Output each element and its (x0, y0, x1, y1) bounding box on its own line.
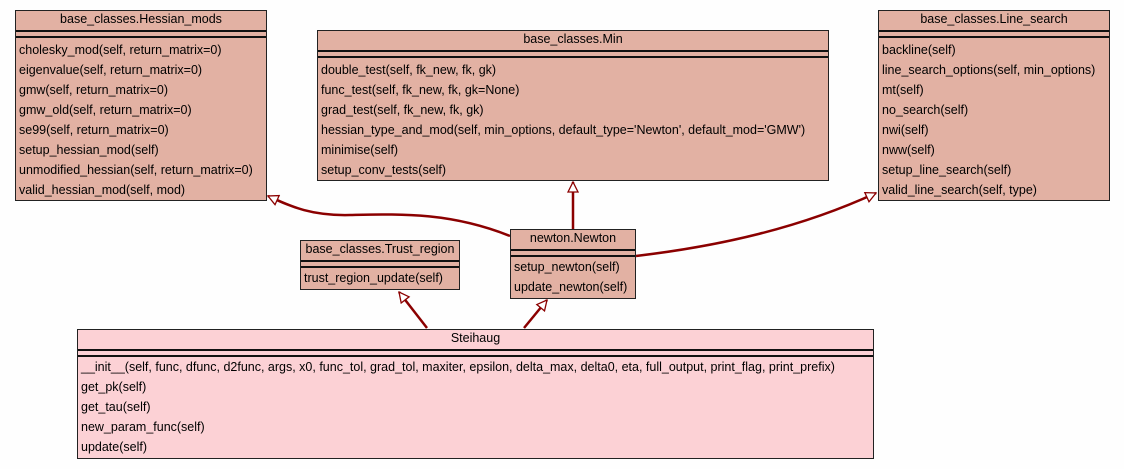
method: update_newton(self) (514, 280, 628, 294)
attributes-compartment (301, 262, 459, 268)
class-trust-region[interactable]: base_classes.Trust_region trust_region_u… (300, 240, 460, 290)
method: hessian_type_and_mod(self, min_options, … (321, 123, 806, 137)
attributes-compartment (318, 52, 828, 58)
methods-compartment: cholesky_mod(self, return_matrix=0) eige… (16, 38, 266, 200)
method: setup_conv_tests(self) (321, 163, 447, 177)
edge-steihaug-to-trust-region (398, 292, 428, 329)
methods-compartment: setup_newton(self) update_newton(self) (511, 257, 635, 297)
method: grad_test(self, fk_new, fk, gk) (321, 103, 484, 117)
method: unmodified_hessian(self, return_matrix=0… (19, 163, 253, 177)
method: eigenvalue(self, return_matrix=0) (19, 63, 203, 77)
method: se99(self, return_matrix=0) (19, 123, 169, 137)
method: double_test(self, fk_new, fk, gk) (321, 63, 497, 77)
attributes-compartment (78, 351, 873, 357)
method: cholesky_mod(self, return_matrix=0) (19, 43, 222, 57)
method: mt(self) (882, 83, 924, 97)
class-min[interactable]: base_classes.Min double_test(self, fk_ne… (317, 30, 829, 181)
class-name: base_classes.Hessian_mods (16, 11, 266, 32)
method: valid_hessian_mod(self, mod) (19, 183, 186, 197)
method: backline(self) (882, 43, 956, 57)
method: setup_line_search(self) (882, 163, 1012, 177)
method: nwi(self) (882, 123, 929, 137)
class-newton[interactable]: newton.Newton setup_newton(self) update_… (510, 229, 636, 299)
attributes-compartment (16, 32, 266, 38)
method: __init__(self, func, dfunc, d2func, args… (81, 360, 835, 374)
edge-steihaug-to-newton (523, 300, 548, 329)
methods-compartment: double_test(self, fk_new, fk, gk) func_t… (318, 58, 828, 180)
method: get_pk(self) (81, 380, 147, 394)
attributes-compartment (879, 32, 1109, 38)
method: gmw(self, return_matrix=0) (19, 83, 168, 97)
class-name: base_classes.Min (318, 31, 828, 52)
method: setup_hessian_mod(self) (19, 143, 159, 157)
attributes-compartment (511, 251, 635, 257)
method: setup_newton(self) (514, 260, 620, 274)
class-name: Steihaug (78, 330, 873, 351)
method: line_search_options(self, min_options) (882, 63, 1096, 77)
class-name: base_classes.Line_search (879, 11, 1109, 32)
method: func_test(self, fk_new, fk, gk=None) (321, 83, 520, 97)
edge-newton-to-hessian-mods (268, 194, 511, 238)
class-name: base_classes.Trust_region (301, 241, 459, 262)
method: get_tau(self) (81, 400, 151, 414)
method: minimise(self) (321, 143, 399, 157)
edge-newton-to-line-search (635, 191, 876, 258)
class-line-search[interactable]: base_classes.Line_search backline(self) … (878, 10, 1110, 201)
method: new_param_func(self) (81, 420, 205, 434)
method: nww(self) (882, 143, 935, 157)
class-hessian-mods[interactable]: base_classes.Hessian_mods cholesky_mod(s… (15, 10, 267, 201)
methods-compartment: trust_region_update(self) (301, 268, 459, 288)
methods-compartment: __init__(self, func, dfunc, d2func, args… (78, 357, 873, 457)
method: gmw_old(self, return_matrix=0) (19, 103, 192, 117)
methods-compartment: backline(self) line_search_options(self,… (879, 38, 1109, 200)
class-name: newton.Newton (511, 230, 635, 251)
method: update(self) (81, 440, 148, 454)
method: valid_line_search(self, type) (882, 183, 1037, 197)
method: no_search(self) (882, 103, 969, 117)
class-steihaug[interactable]: Steihaug __init__(self, func, dfunc, d2f… (77, 329, 874, 459)
method: trust_region_update(self) (304, 271, 443, 285)
